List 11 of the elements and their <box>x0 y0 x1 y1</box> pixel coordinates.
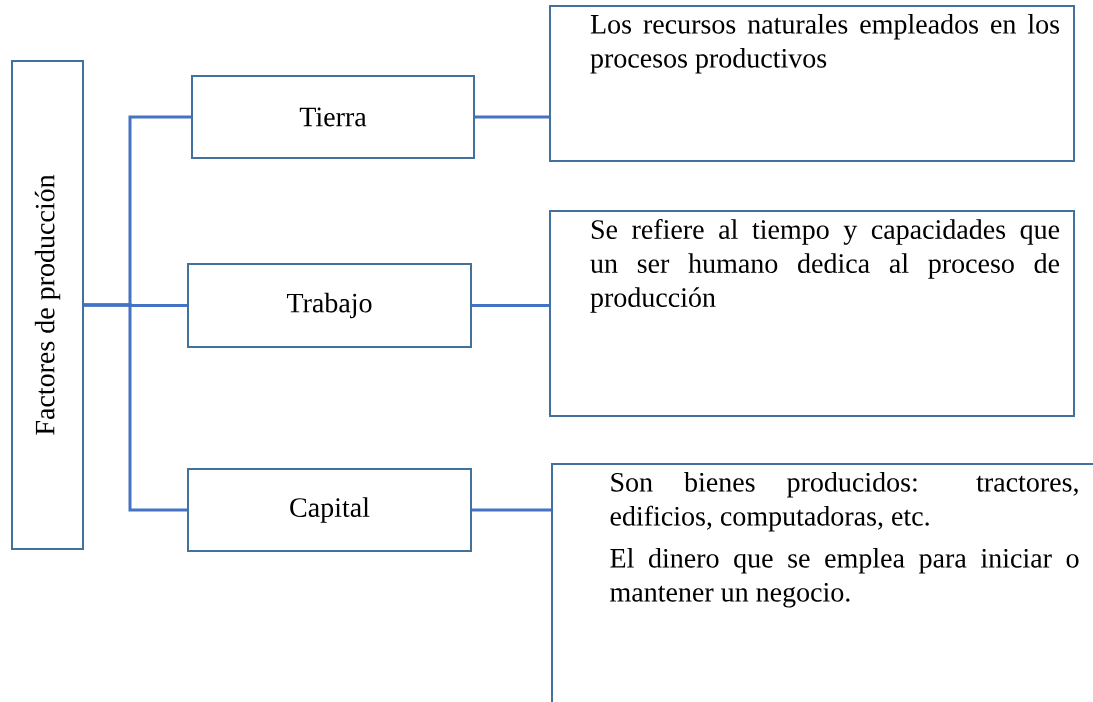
connector-line <box>84 303 187 512</box>
description-box: Se refiere al tiempo y capacidades que un ser humano dedica al proceso de producción <box>549 210 1075 417</box>
connector-line <box>472 508 551 512</box>
description-box: Los recursos naturales empleados en los procesos productivos <box>549 5 1075 162</box>
factor-box: Tierra <box>191 75 475 159</box>
connector-line <box>475 115 549 119</box>
factor-box: Capital <box>187 468 472 552</box>
category-title-box: Factores de producción <box>11 60 84 550</box>
factor-box: Trabajo <box>187 263 472 348</box>
description-box: Son bienes producidos: tractores, edificios, computadoras, etc. El dinero que se emplea para iniciar o mantener un negocio. <box>551 463 1093 702</box>
connector-line <box>472 304 549 307</box>
